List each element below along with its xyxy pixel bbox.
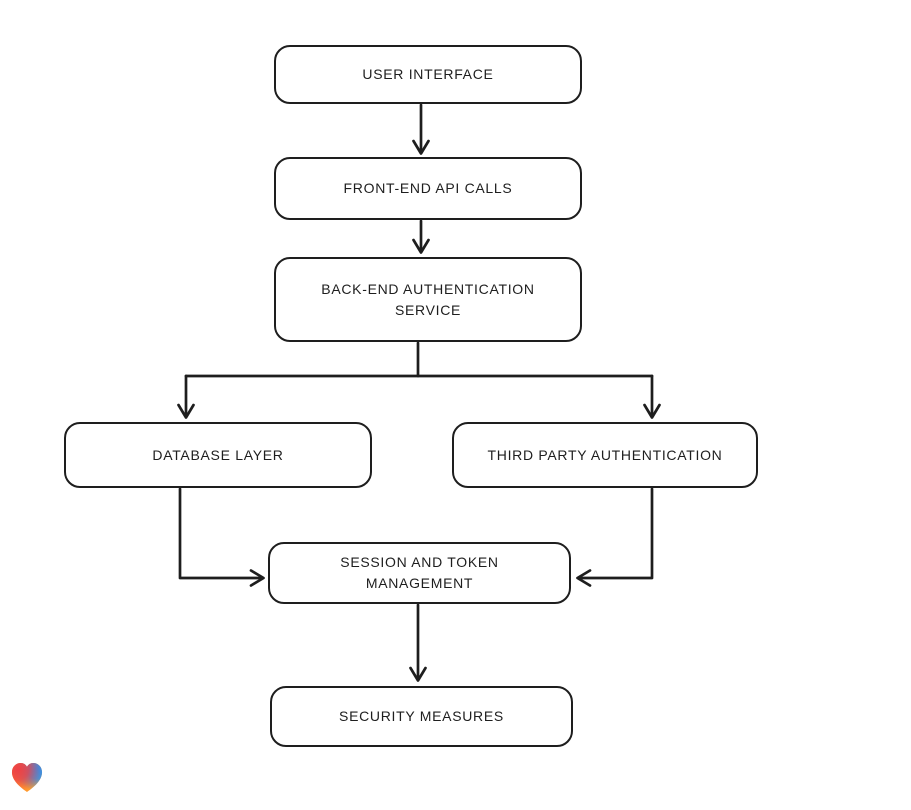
node-label: SESSION AND TOKEN MANAGEMENT xyxy=(340,554,499,591)
node-third-party-authentication[interactable]: THIRD PARTY AUTHENTICATION xyxy=(452,422,758,488)
edge-session-and-token-management-to-security-measures xyxy=(409,603,427,682)
node-user-interface[interactable]: USER INTERFACE xyxy=(274,45,582,104)
node-database-layer[interactable]: DATABASE LAYER xyxy=(64,422,372,488)
edge-database-layer-to-session-and-token-management xyxy=(178,487,265,587)
node-session-and-token-management[interactable]: SESSION AND TOKEN MANAGEMENT xyxy=(268,542,571,604)
node-front-end-api-calls[interactable]: FRONT-END API CALLS xyxy=(274,157,582,220)
gradient-heart-logo[interactable] xyxy=(8,759,46,796)
edge-back-end-authentication-service-branch xyxy=(177,341,661,419)
edge-user-interface-to-front-end-api-calls xyxy=(412,103,430,155)
node-security-measures[interactable]: SECURITY MEASURES xyxy=(270,686,573,747)
node-label: SECURITY MEASURES xyxy=(339,708,504,724)
node-label: FRONT-END API CALLS xyxy=(343,180,513,196)
node-label: USER INTERFACE xyxy=(362,66,494,82)
node-label: DATABASE LAYER xyxy=(152,446,284,463)
node-label: BACK-END AUTHENTICATION SERVICE xyxy=(321,280,535,318)
heart-icon xyxy=(11,763,43,792)
edge-front-end-api-calls-to-back-end-authentication-service xyxy=(412,219,430,254)
node-label: THIRD PARTY AUTHENTICATION xyxy=(487,446,723,463)
node-back-end-authentication-service[interactable]: BACK-END AUTHENTICATION SERVICE xyxy=(274,257,582,342)
edge-third-party-authentication-to-session-and-token-management xyxy=(576,487,654,587)
